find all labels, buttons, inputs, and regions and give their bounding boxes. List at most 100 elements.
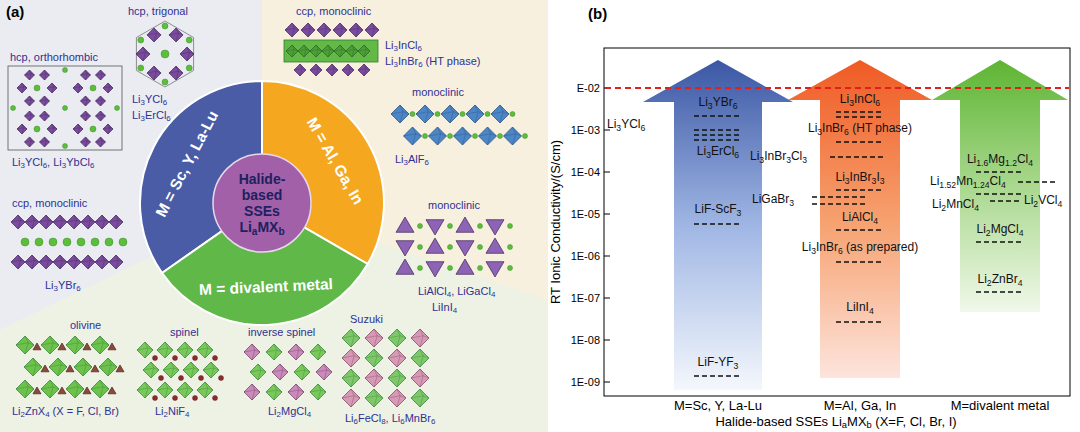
path-mark: [250, 364, 266, 380]
path-mark: [488, 127, 491, 145]
path-mark: [244, 390, 260, 392]
path-mark: [74, 255, 76, 269]
subscript: 2: [1033, 199, 1038, 209]
material-label: Li2ZnBr4: [978, 273, 1023, 287]
subscript: 4: [491, 290, 495, 299]
path-mark: [30, 111, 32, 121]
path-mark: [244, 350, 260, 352]
axis-tick-label: 1E-04: [571, 166, 600, 179]
path-mark: [310, 45, 322, 57]
path-mark: [374, 389, 377, 407]
trigonal-structure: [136, 21, 194, 87]
circle-mark: [199, 376, 204, 381]
path-mark: [388, 349, 406, 367]
conductivity-arrow: Li1.6Mg1.2Cl4Li1.52Mn1.24Cl4Li2VCl4Li2Mn…: [925, 55, 1077, 315]
circle-mark: [448, 245, 453, 250]
path-mark: [83, 387, 91, 394]
path-mark: [342, 329, 360, 347]
path-mark: [33, 343, 41, 350]
circle-mark: [423, 134, 428, 139]
circle-mark: [193, 396, 198, 401]
path-mark: [266, 344, 282, 360]
subscript: 4: [873, 216, 878, 226]
path-mark: [96, 100, 106, 101]
path-mark: [163, 368, 179, 370]
level-mark: [694, 134, 742, 136]
path-mark: [81, 255, 95, 269]
path-mark: [413, 127, 416, 145]
path-mark: [374, 329, 377, 347]
plot-frame: [604, 48, 1070, 396]
category-label: M=Al, Ga, In: [824, 399, 897, 414]
path-mark: [411, 396, 429, 398]
path-mark: [47, 128, 57, 129]
category-label: M=Sc, Y, La-Lu: [674, 399, 762, 414]
subscript: 6: [76, 284, 80, 293]
structure-label: hcp, trigonal: [128, 5, 188, 18]
panel-letter: (a): [6, 3, 24, 20]
material-label: Li2MgCl4: [977, 223, 1024, 237]
path-mark: [102, 215, 104, 229]
subscript: 3: [394, 60, 398, 69]
rect-mark: [0, 0, 548, 432]
path-mark: [397, 369, 400, 387]
path-mark: [25, 255, 39, 269]
inverse-spinel-structure: [244, 344, 332, 400]
subscript: 3: [872, 176, 877, 186]
path-mark: [388, 369, 406, 387]
path-mark: [25, 336, 28, 354]
circle-mark: [49, 238, 57, 246]
path-mark: [169, 71, 183, 73]
subscript: 6: [400, 417, 404, 426]
path-mark: [143, 368, 159, 370]
subscript: 6: [424, 158, 428, 167]
path-mark: [30, 96, 32, 106]
path-mark: [33, 358, 36, 376]
path-mark: [67, 220, 81, 222]
path-mark: [17, 128, 27, 129]
path-mark: [425, 105, 428, 123]
path-mark: [45, 70, 47, 80]
subscript: 3: [141, 114, 145, 123]
path-mark: [252, 384, 255, 400]
path-mark: [411, 349, 429, 367]
path-mark: [274, 344, 277, 360]
path-mark: [60, 255, 62, 269]
path-mark: [73, 83, 83, 93]
path-mark: [91, 343, 109, 345]
level-mark: [694, 375, 742, 377]
path-mark: [197, 342, 213, 358]
subscript: 4: [185, 410, 189, 419]
path-mark: [169, 33, 183, 35]
path-mark: [25, 215, 39, 229]
path-mark: [25, 137, 35, 147]
path-mark: [280, 364, 283, 380]
circle-mark: [473, 134, 478, 139]
subscript: 6: [166, 114, 170, 123]
path-mark: [75, 380, 78, 398]
path-mark: [100, 380, 103, 398]
axis-tick: [604, 214, 610, 215]
path-mark: [342, 64, 354, 76]
path-mark: [88, 255, 90, 269]
path-mark: [266, 384, 282, 400]
center-circle: Halide-based SSEs LiaMXb: [212, 153, 312, 253]
spinel-structure: [137, 342, 224, 401]
axis-tick-label: 1E-06: [571, 250, 600, 263]
path-mark: [420, 349, 423, 367]
path-mark: [66, 380, 84, 398]
path-mark: [25, 220, 39, 222]
path-mark: [288, 344, 304, 360]
path-mark: [310, 50, 322, 52]
path-mark: [157, 382, 173, 398]
level-mark: [836, 111, 884, 113]
circle-mark: [173, 356, 178, 361]
path-mark: [388, 376, 406, 378]
path-mark: [40, 100, 50, 101]
path-mark: [169, 28, 183, 42]
subscript: 4: [974, 203, 979, 213]
level-mark: [812, 203, 868, 205]
path-mark: [456, 217, 474, 232]
level-mark: [1018, 181, 1055, 183]
structure-label: olivine: [70, 319, 101, 332]
